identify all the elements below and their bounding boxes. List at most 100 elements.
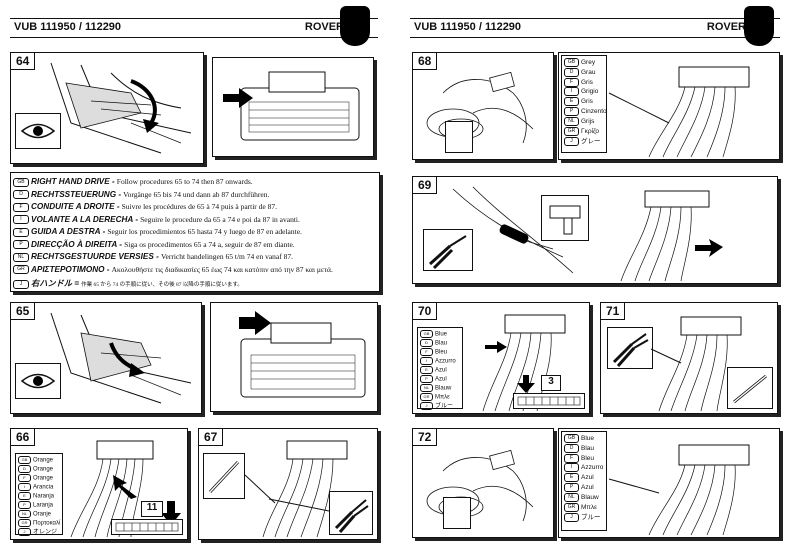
lang-code-e: E [13,227,29,237]
lang-code-i: I [420,356,433,365]
lang-code-j: J [564,136,579,146]
colour-name: Arancia [33,484,54,491]
terminal-illustration [733,374,767,404]
lang-code-f: F [564,453,579,463]
terminal-closeup-71 [727,367,773,409]
lang-code-f: F [420,347,433,356]
fusebox-illustration-65 [239,311,366,398]
left-header: VUB 111950 / 112290 ROVER [10,18,378,38]
lang-code-e: E [18,491,31,500]
lang-code-p: P [564,483,579,493]
lang-code-nl: NL [564,492,579,502]
heat-gun-icon [549,205,581,235]
lang-code-p: P [18,500,31,509]
crimp-tool-icon [428,235,467,270]
lang-code-p: P [564,107,579,117]
fusebox-panel-64 [212,57,374,157]
rover-logo-left [340,6,370,46]
footwell-illustration-64 [50,62,192,154]
harness-kit-illustration-68 [426,71,534,144]
step-67-panel: 67 [198,428,378,540]
instruction-label: GUIDA A DESTRA - [31,227,106,236]
pliers-icon [612,333,649,367]
lang-code-d: D [564,67,579,77]
lang-code-gr: GR [564,126,579,136]
instruction-text: Seguire le procedure da 65 a 74 e poi da… [140,214,300,224]
step-64-panel: 64 [10,52,204,164]
grey-wire-closeup-68 [445,121,473,153]
left-header-brand: ROVER [304,21,344,33]
lang-code-gb: GB [564,58,579,67]
eye-icon-box-64 [15,113,61,149]
colour-name: Μπλε [435,394,450,401]
colour-name: Laranja [33,502,54,509]
colour-name: Azul [581,484,594,492]
lang-code-p: P [13,240,29,250]
colour-name: オレンジ [33,529,58,536]
step-68-number: 68 [413,53,438,70]
step-68-panel: 68 [412,52,554,160]
terminal-illustration [208,460,240,494]
step-72-number: 72 [413,429,438,446]
lang-code-gr: GR [564,502,579,512]
lang-code-gr: GR [18,518,31,527]
connector-pin-view-66 [111,519,183,535]
callout-number-66: 11 [141,501,163,517]
colour-name: Blue [435,331,448,338]
eye-icon-box-65 [15,363,61,399]
colour-name: Blauw [435,385,452,392]
colour-name: Grey [581,59,596,67]
colour-name: Grijs [581,118,595,126]
colour-name: Blau [435,340,448,347]
lang-code-j: J [13,279,29,289]
lang-code-f: F [13,202,29,212]
colour-name: Μπλε [581,503,598,511]
eye-icon [20,123,56,139]
lang-code-f: F [564,77,579,87]
instruction-label: RECHTSGESTUURDE VERSIES - [31,252,159,261]
colour-name: グレー [581,137,601,145]
instruction-label: VOLANTE A LA DERECHA - [31,214,139,224]
instruction-text: Ακολουθήστε τις διαδικασίες 65 έως 74 κα… [111,264,333,274]
connector-illustration-68 [608,66,750,158]
left-page: VUB 111950 / 112290 ROVER 64 [10,6,380,540]
right-header: VUB 111950 / 112290 ROVER [410,18,780,38]
lang-code-i: I [564,87,579,97]
lang-code-nl: NL [18,509,31,518]
lang-code-nl: NL [13,252,29,262]
instruction-text: Suivre les procédures de 65 à 74 puis à … [121,202,278,211]
lang-code-j: J [18,527,31,536]
colour-name: Blue [581,435,595,443]
lang-code-d: D [564,443,579,453]
step-67-number: 67 [199,429,224,446]
lang-code-i: I [13,215,29,225]
lang-code-e: E [564,97,579,107]
pin-row-illustration [517,396,581,406]
crimp-tool-closeup-69 [423,229,473,271]
right-header-ref: VUB 111950 / 112290 [414,21,522,33]
